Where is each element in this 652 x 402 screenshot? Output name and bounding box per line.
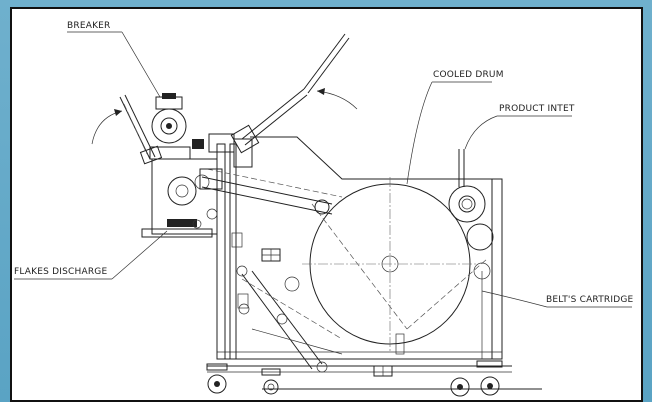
flakes-discharge-label: FLAKES DISCHARGE (14, 267, 107, 277)
belt-conveyor (194, 168, 343, 215)
machine-housing (207, 136, 542, 390)
frame-posts (216, 143, 405, 360)
product-inlet-label: PRODUCT INTET (499, 104, 575, 114)
breaker-lid (119, 94, 163, 165)
belts-cartridge-linkage (236, 248, 343, 373)
wheels (206, 360, 503, 397)
breaker-unit (149, 93, 253, 168)
rotation-arrows (91, 88, 358, 145)
cooled-drum (302, 177, 488, 351)
belts-cartridge-label: BELT'S CARTRIDGE (546, 295, 634, 305)
cooled-drum-label: COOLED DRUM (433, 70, 504, 80)
flakes-discharge-unit (141, 158, 223, 238)
callout-leaders (14, 31, 632, 308)
product-inlet-rollers (448, 149, 494, 359)
breaker-label: BREAKER (67, 21, 111, 31)
machine-drawing: BREAKER COOLED DRUM PRODUCT INTET FLAKES… (14, 21, 634, 397)
technical-drawing-sheet: BREAKER COOLED DRUM PRODUCT INTET FLAKES… (10, 7, 643, 402)
top-lid (230, 33, 350, 154)
